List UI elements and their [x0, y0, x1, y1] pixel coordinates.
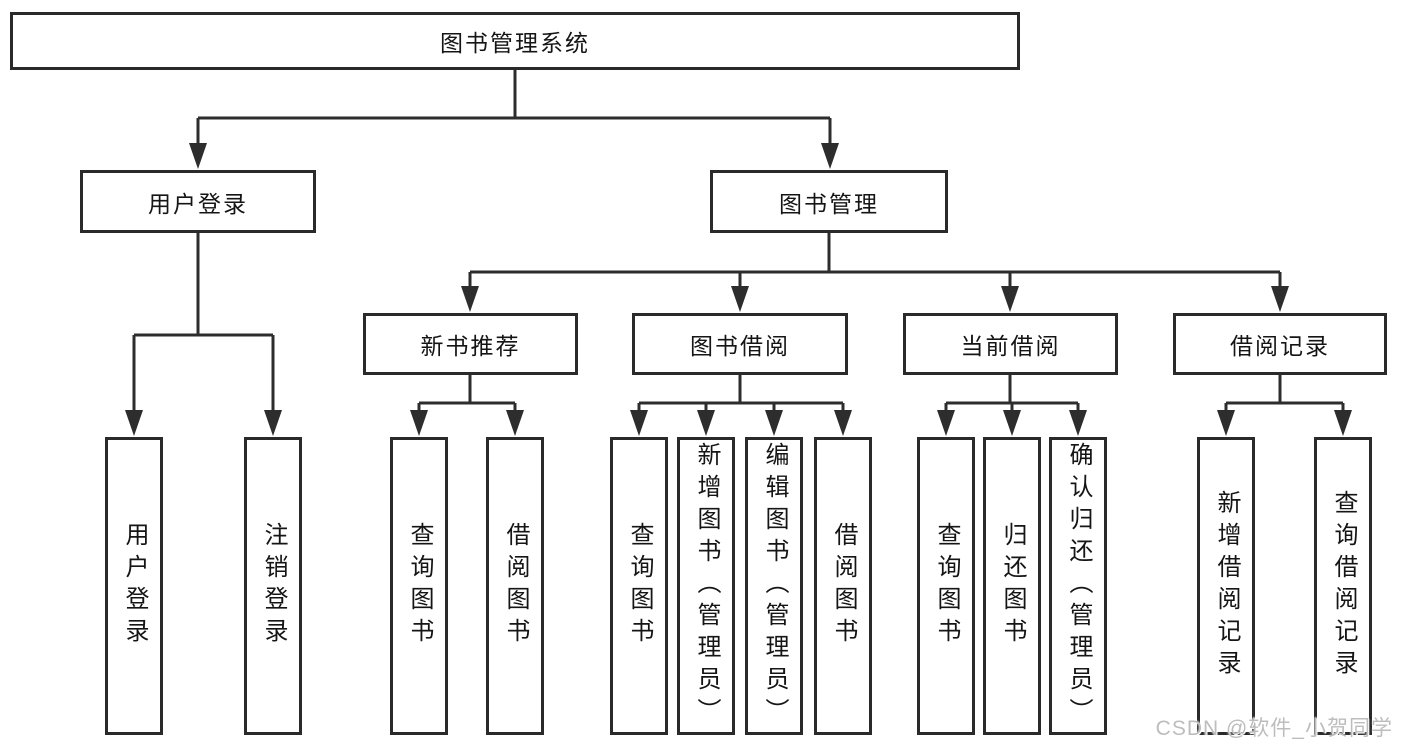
arrow-down-icon: [697, 410, 715, 436]
arrow-down-icon: [834, 410, 852, 436]
leaf-logout: 注销登录: [244, 437, 302, 735]
arrow-down-icon: [765, 410, 783, 436]
arrow-down-icon: [189, 143, 207, 169]
leaf-label: 用户登录: [121, 522, 148, 650]
watermark: CSDN @软件_小贺同学: [1155, 717, 1393, 740]
node-user-login: 用户登录: [80, 170, 316, 233]
arrow-down-icon: [125, 410, 143, 436]
leaf-label: 借阅图书: [830, 522, 857, 650]
node-label: 图书管理: [779, 190, 879, 217]
node-label: 新书推荐: [420, 333, 521, 359]
leaf-label: 新增图书（管理员）: [693, 442, 720, 730]
leaf-label: 查询借阅记录: [1330, 490, 1357, 682]
leaf-query-borrow-record: 查询借阅记录: [1314, 437, 1372, 735]
leaf-add-borrow-record: 新增借阅记录: [1197, 437, 1255, 735]
leaf-confirm-return-admin: 确认归还（管理员）: [1049, 437, 1107, 735]
arrow-down-icon: [1271, 286, 1289, 312]
arrow-down-icon: [630, 410, 648, 436]
arrow-down-icon: [731, 286, 749, 312]
node-label: 用户登录: [148, 190, 248, 217]
arrow-down-icon: [1217, 410, 1235, 436]
leaf-edit-books-admin: 编辑图书（管理员）: [745, 437, 803, 735]
node-current-borrowing: 当前借阅: [903, 313, 1118, 375]
leaf-user-login: 用户登录: [105, 437, 163, 735]
arrow-down-icon: [821, 143, 839, 169]
leaf-borrow-books: 借阅图书: [814, 437, 872, 735]
arrow-down-icon: [1001, 286, 1019, 312]
leaf-borrow-books-recommend: 借阅图书: [486, 437, 544, 735]
node-borrowing-records: 借阅记录: [1173, 313, 1387, 375]
leaf-query-books-current: 查询图书: [917, 437, 975, 735]
arrow-down-icon: [1069, 410, 1087, 436]
node-label: 图书借阅: [690, 333, 790, 359]
leaf-query-books-borrowing: 查询图书: [610, 437, 668, 735]
arrow-down-icon: [937, 410, 955, 436]
node-new-book-recommend: 新书推荐: [363, 313, 578, 375]
leaf-label: 查询图书: [406, 522, 433, 650]
arrow-down-icon: [1003, 410, 1021, 436]
node-book-borrowing: 图书借阅: [632, 313, 848, 375]
node-label: 图书管理系统: [440, 30, 590, 56]
leaf-label: 注销登录: [260, 522, 287, 650]
leaf-return-books: 归还图书: [983, 437, 1041, 735]
arrow-down-icon: [506, 410, 524, 436]
leaf-label: 借阅图书: [502, 522, 529, 650]
leaf-label: 归还图书: [999, 522, 1026, 650]
leaf-query-books-recommend: 查询图书: [390, 437, 448, 735]
arrow-down-icon: [264, 410, 282, 436]
leaf-label: 查询图书: [933, 522, 960, 650]
leaf-label: 查询图书: [626, 522, 653, 650]
arrow-down-icon: [410, 410, 428, 436]
node-label: 当前借阅: [960, 333, 1061, 359]
leaf-label: 确认归还（管理员）: [1065, 442, 1092, 730]
leaf-add-books-admin: 新增图书（管理员）: [677, 437, 735, 735]
node-label: 借阅记录: [1230, 333, 1330, 359]
leaf-label: 新增借阅记录: [1213, 490, 1240, 682]
leaf-label: 编辑图书（管理员）: [761, 442, 788, 730]
arrow-down-icon: [1334, 410, 1352, 436]
node-book-management: 图书管理: [710, 170, 948, 233]
node-library-management-system: 图书管理系统: [10, 12, 1020, 70]
arrow-down-icon: [461, 286, 479, 312]
